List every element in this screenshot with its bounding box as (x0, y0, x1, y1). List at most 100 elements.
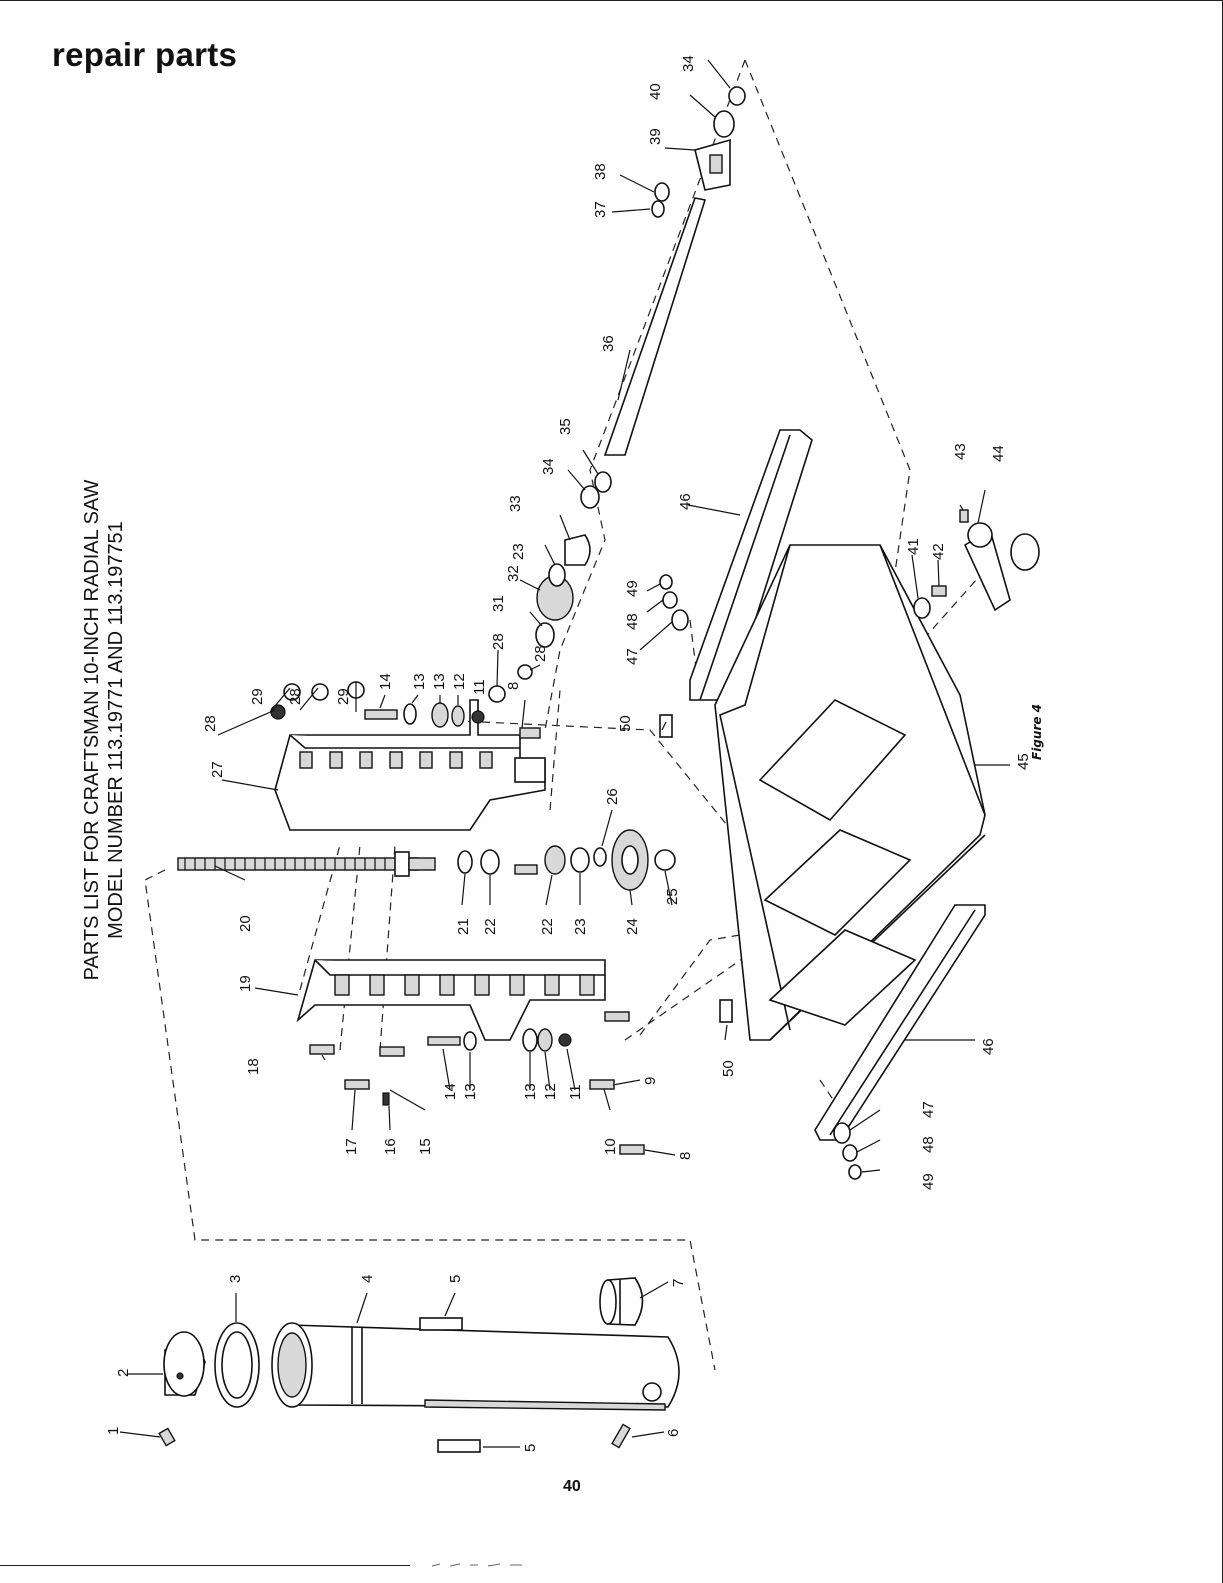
page-border-top (0, 0, 1223, 1)
callout-4: 4 (359, 1275, 376, 1283)
knob-2 (163, 1331, 206, 1397)
callout-33: 33 (507, 495, 524, 512)
callout-28-b: 28 (287, 688, 304, 705)
callout-31: 31 (490, 595, 507, 612)
shaft-36 (603, 197, 707, 456)
dash-line-bracket (439, 719, 736, 836)
callout-29-a: 29 (249, 688, 266, 705)
callout-20: 20 (237, 915, 254, 932)
small-hardware (270, 664, 676, 1155)
callout-10: 10 (602, 1138, 619, 1155)
callout-37: 37 (592, 201, 609, 218)
key-5 (419, 1317, 481, 1453)
callout-7: 7 (670, 1279, 687, 1287)
callout-23-upper: 23 (510, 543, 527, 560)
callout-41: 41 (905, 538, 922, 555)
callout-38: 38 (592, 163, 609, 180)
callout-35: 35 (557, 418, 574, 435)
bolts-and-washers (659, 574, 862, 1180)
callout-43: 43 (952, 443, 969, 460)
callout-9: 9 (642, 1077, 659, 1085)
callout-leaders (119, 59, 1010, 1448)
callout-13-lower-a: 13 (522, 1083, 539, 1100)
callout-13-lower-b: 13 (462, 1083, 479, 1100)
callout-32: 32 (505, 565, 522, 582)
callout-22-left: 22 (482, 918, 499, 935)
callout-12-lower: 12 (542, 1083, 559, 1100)
callout-48-top: 48 (624, 613, 641, 630)
page-heading: repair parts (52, 36, 238, 73)
shaft-sleeve-7 (599, 1277, 644, 1326)
channel-19 (296, 959, 606, 1041)
callout-48-bottom: 48 (920, 1136, 937, 1153)
callout-labels: 1 2 3 4 5 5 6 7 8 8 9 10 11 11 12 12 13 … (105, 55, 1032, 1452)
callout-21: 21 (455, 918, 472, 935)
callout-19: 19 (237, 975, 254, 992)
callout-3: 3 (227, 1275, 244, 1283)
callout-1: 1 (105, 1427, 122, 1435)
setscrew-1 (158, 1427, 176, 1447)
callout-45: 45 (1015, 753, 1032, 770)
callout-5-top: 5 (447, 1275, 464, 1283)
callout-11-upper: 11 (471, 679, 488, 695)
elevating-screw-20 (177, 851, 436, 877)
dash-line-screws-1 (299, 844, 341, 991)
callout-28-a: 28 (202, 715, 219, 732)
callout-15: 15 (417, 1138, 434, 1155)
bottom-rule (0, 1565, 410, 1566)
callout-49-top: 49 (624, 580, 641, 597)
callout-34-upper: 34 (680, 55, 697, 72)
callout-46-bottom: 46 (980, 1038, 997, 1055)
callout-14-upper: 14 (377, 673, 394, 690)
callout-18: 18 (245, 1058, 262, 1075)
page-number: 40 (563, 1478, 581, 1495)
callout-14-lower: 14 (442, 1083, 459, 1100)
callout-47-top: 47 (624, 648, 641, 665)
bottom-scan-marks (431, 1563, 522, 1567)
crank-handle-44 (913, 509, 1040, 619)
callout-46-top: 46 (677, 493, 694, 510)
pin-6 (611, 1423, 631, 1449)
callout-12-upper: 12 (451, 673, 468, 690)
rail-46-left (814, 904, 986, 1141)
base-frame-45 (714, 544, 986, 1041)
dash-line-column-loop (144, 869, 716, 1371)
callout-24: 24 (624, 918, 641, 935)
dash-line-nut-28 (549, 689, 561, 811)
callout-26: 26 (604, 788, 621, 805)
dash-line-screws-3 (379, 844, 396, 1051)
callout-50-top: 50 (617, 715, 634, 732)
callout-28-d: 28 (532, 645, 549, 662)
callout-8-lower: 8 (677, 1152, 694, 1160)
dash-line-bolt-50 (639, 934, 741, 1036)
callout-5-bottom: 5 (522, 1444, 539, 1452)
callout-27: 27 (209, 761, 226, 778)
callout-17: 17 (343, 1138, 360, 1155)
callout-16: 16 (382, 1138, 399, 1155)
callout-13-upper-b: 13 (431, 673, 448, 690)
callout-44: 44 (990, 445, 1007, 462)
bracket-assembly (651, 86, 746, 218)
callout-47-bottom: 47 (920, 1101, 937, 1118)
figure-caption: Figure 4 (1030, 703, 1044, 760)
callout-28-c: 28 (490, 633, 507, 650)
dash-line-shaft (544, 59, 746, 731)
callout-40: 40 (647, 83, 664, 100)
callout-6: 6 (665, 1429, 682, 1437)
column-tube-4 (271, 1322, 680, 1411)
collar-ring-3 (214, 1322, 260, 1408)
callout-34-lower: 34 (540, 458, 557, 475)
rail-46-right (689, 429, 813, 701)
callout-11-lower: 11 (567, 1084, 584, 1100)
callout-49-bottom: 49 (920, 1173, 937, 1190)
callout-23-lower: 23 (572, 918, 589, 935)
callout-36: 36 (600, 335, 617, 352)
callout-39: 39 (647, 128, 664, 145)
callout-22-right: 22 (539, 918, 556, 935)
callout-2: 2 (115, 1369, 132, 1377)
callout-29-b: 29 (335, 688, 352, 705)
dash-line-screws-2 (339, 844, 361, 1051)
callout-13-upper-a: 13 (411, 673, 428, 690)
callout-25: 25 (664, 888, 681, 905)
